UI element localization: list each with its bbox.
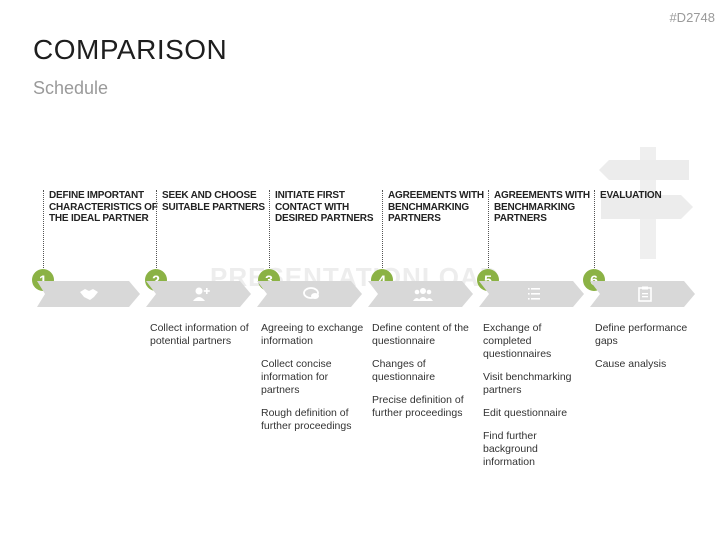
detail-item: Collect concise information for partners bbox=[261, 358, 332, 396]
step-label: AGREEMENTS WITH BENCHMARKING PARTNERS bbox=[388, 190, 484, 224]
chat-bubbles-icon bbox=[303, 287, 319, 299]
slide-code: #D2748 bbox=[669, 10, 715, 25]
detail-item: Changes of questionnaire bbox=[372, 358, 436, 383]
step-4-details: Define content of the questionnaire Chan… bbox=[372, 322, 487, 430]
detail-item: Agreeing to exchange information bbox=[261, 322, 364, 347]
dotted-connector bbox=[488, 190, 489, 268]
page-title: COMPARISON bbox=[33, 34, 228, 65]
step-6-details: Define performance gaps Cause analysis bbox=[595, 322, 700, 381]
step-arrow-2 bbox=[146, 281, 251, 307]
handshake-icon bbox=[80, 289, 98, 300]
detail-item: Collect information of potential partner… bbox=[150, 322, 249, 347]
page-subtitle: Schedule bbox=[33, 78, 109, 98]
dotted-connector bbox=[594, 190, 595, 268]
detail-item: Edit questionnaire bbox=[483, 407, 568, 419]
step-label: AGREEMENTS WITH BENCHMARKING PARTNERS bbox=[494, 190, 590, 224]
step-label: SEEK AND CHOOSE SUITABLE PARTNERS bbox=[162, 190, 265, 213]
step-arrow-5 bbox=[479, 281, 584, 307]
dotted-connector bbox=[382, 190, 383, 268]
step-arrow-6 bbox=[590, 281, 695, 307]
dotted-connector bbox=[43, 190, 44, 268]
detail-item: Cause analysis bbox=[595, 358, 667, 370]
detail-item: Define content of the questionnaire bbox=[372, 322, 469, 347]
detail-item: Find further background information bbox=[483, 430, 538, 468]
dotted-connector bbox=[269, 190, 270, 268]
group-icon bbox=[413, 288, 433, 301]
step-5-details: Exchange of completed questionnaires Vis… bbox=[483, 322, 588, 479]
step-label: EVALUATION bbox=[600, 190, 662, 201]
step-arrow-3 bbox=[257, 281, 362, 307]
detail-item: Exchange of completed questionnaires bbox=[483, 322, 552, 360]
step-arrow-4 bbox=[368, 281, 473, 307]
dotted-connector bbox=[156, 190, 157, 268]
detail-item: Define performance gaps bbox=[595, 322, 688, 347]
step-label: INITIATE FIRST CONTACT WITH DESIRED PART… bbox=[275, 190, 374, 224]
step-label: DEFINE IMPORTANT CHARACTERISTICS OF THE … bbox=[49, 190, 158, 224]
process-arrow-row bbox=[37, 281, 697, 307]
step-2-details: Collect information of potential partner… bbox=[150, 322, 265, 358]
signpost-icon bbox=[599, 147, 693, 259]
detail-item: Precise definition of further proceeding… bbox=[372, 394, 464, 419]
step-3-details: Agreeing to exchange information Collect… bbox=[261, 322, 366, 443]
detail-item: Visit benchmarking partners bbox=[483, 371, 572, 396]
step-arrow-1 bbox=[37, 281, 140, 307]
list-icon bbox=[528, 288, 540, 300]
clipboard-icon bbox=[638, 286, 652, 302]
detail-item: Rough definition of further proceedings bbox=[261, 407, 352, 432]
add-user-icon bbox=[193, 287, 210, 301]
